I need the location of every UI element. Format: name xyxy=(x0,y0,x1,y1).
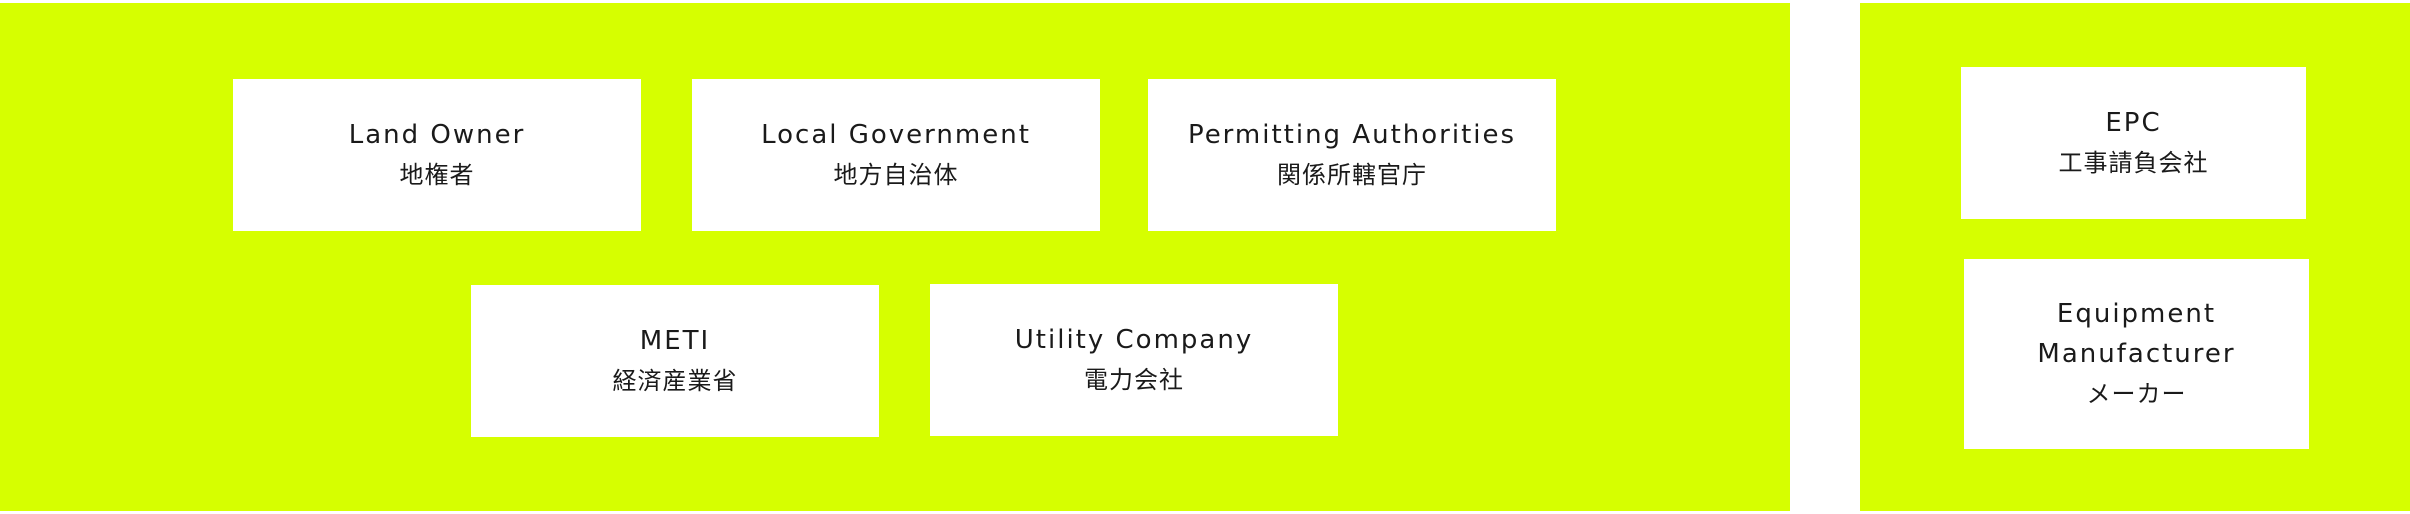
equipment-manufacturer-box: Equipment Manufacturer メーカー xyxy=(1964,259,2309,449)
epc-label-en: EPC xyxy=(2105,108,2162,138)
permitting-authorities-box: Permitting Authorities 関係所轄官庁 xyxy=(1148,79,1556,231)
land-owner-label-ja: 地権者 xyxy=(399,161,475,189)
epc-box: EPC 工事請負会社 xyxy=(1961,67,2306,219)
meti-box: METI 経済産業省 xyxy=(471,285,879,437)
utility-company-label-ja: 電力会社 xyxy=(1084,366,1184,394)
land-owner-label-en: Land Owner xyxy=(348,120,526,150)
local-government-box: Local Government 地方自治体 xyxy=(692,79,1100,231)
utility-company-label-en: Utility Company xyxy=(1014,325,1254,355)
permitting-authorities-label-ja: 関係所轄官庁 xyxy=(1277,161,1427,189)
local-government-label-en: Local Government xyxy=(761,120,1031,150)
land-owner-box: Land Owner 地権者 xyxy=(233,79,641,231)
utility-company-box: Utility Company 電力会社 xyxy=(930,284,1338,436)
meti-label-ja: 経済産業省 xyxy=(612,367,738,395)
meti-label-en: METI xyxy=(639,326,711,356)
epc-label-ja: 工事請負会社 xyxy=(2058,149,2209,177)
permitting-authorities-label-en: Permitting Authorities xyxy=(1187,120,1517,150)
equipment-manufacturer-label-en: Equipment Manufacturer xyxy=(2037,299,2236,369)
equipment-manufacturer-label-ja: メーカー xyxy=(2086,380,2187,408)
local-government-label-ja: 地方自治体 xyxy=(833,161,959,189)
